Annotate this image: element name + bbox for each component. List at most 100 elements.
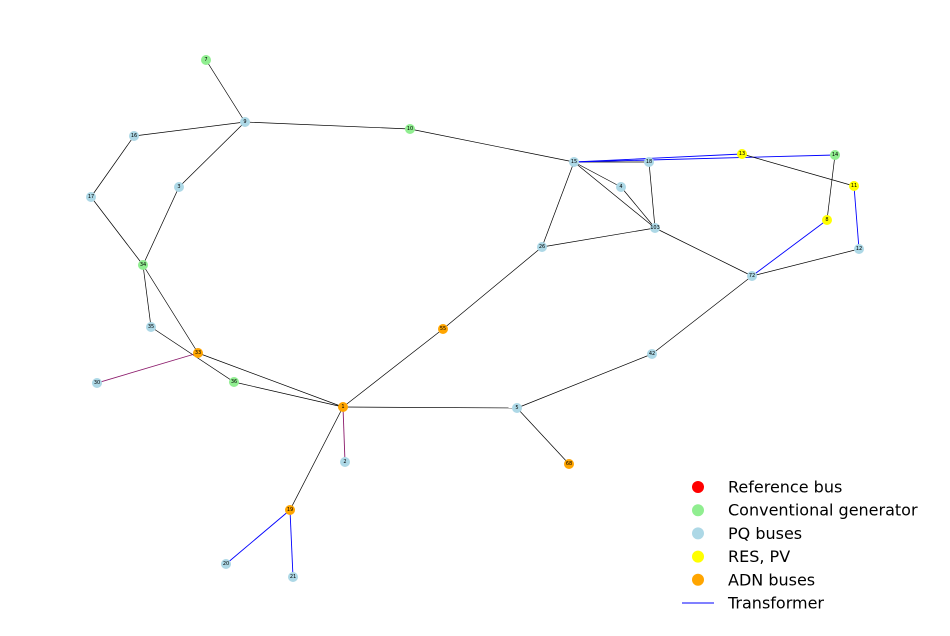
node-marker <box>221 559 231 569</box>
edge-1-5 <box>342 406 518 409</box>
edge-12-72 <box>751 248 860 277</box>
edge-1-55 <box>342 328 444 408</box>
node-marker <box>564 459 574 469</box>
edge-15-4 <box>573 161 622 188</box>
node-34: 34 <box>138 260 148 270</box>
node-68: 68 <box>564 459 574 469</box>
edge-15-103 <box>573 161 656 229</box>
edge-34-33 <box>142 264 199 354</box>
node-marker <box>129 131 139 141</box>
node-35: 35 <box>146 322 156 332</box>
legend-label: Reference bus <box>728 478 842 497</box>
node-label: 7 <box>204 57 207 63</box>
node-label: 16 <box>131 133 137 139</box>
legend-marker <box>692 504 704 517</box>
node-marker <box>146 322 156 332</box>
node-30: 30 <box>92 378 102 388</box>
edge-18-103 <box>648 161 656 229</box>
edge-7-9 <box>205 59 246 123</box>
node-marker <box>229 377 239 387</box>
node-label: 17 <box>88 194 94 200</box>
node-label: 35 <box>148 324 154 330</box>
node-marker <box>822 215 832 225</box>
legend-marker <box>692 481 704 493</box>
legend-item: Reference bus <box>692 478 842 497</box>
node-18: 18 <box>644 157 654 167</box>
node-label: 26 <box>539 244 545 250</box>
node-72: 72 <box>747 271 757 281</box>
legend-marker <box>692 527 704 540</box>
edge-19-20 <box>225 509 291 565</box>
edge-8-72 <box>751 219 828 277</box>
node-marker <box>240 117 250 127</box>
node-label: 2 <box>343 459 346 465</box>
legend-label: Transformer <box>727 594 824 613</box>
node-label: 72 <box>749 273 755 279</box>
node-26: 26 <box>537 242 547 252</box>
node-19: 19 <box>285 505 295 515</box>
node-label: 30 <box>94 380 100 386</box>
legend-marker <box>692 573 704 586</box>
legend-label: PQ buses <box>728 524 802 543</box>
edge-9-16 <box>133 121 246 137</box>
node-15: 15 <box>569 157 579 167</box>
node-marker <box>338 402 348 412</box>
node-label: 33 <box>195 350 201 356</box>
node-11: 11 <box>849 181 859 191</box>
edge-17-34 <box>90 196 144 266</box>
node-13: 13 <box>737 149 747 159</box>
legend-label: ADN buses <box>728 570 815 589</box>
node-marker <box>86 192 96 202</box>
node-marker <box>747 271 757 281</box>
node-103: 103 <box>650 223 660 233</box>
node-marker <box>92 378 102 388</box>
edge-4-103 <box>620 186 656 229</box>
node-label: 1 <box>341 404 344 410</box>
node-17: 17 <box>86 192 96 202</box>
node-marker <box>647 349 657 359</box>
edge-11-12 <box>853 185 860 250</box>
edge-34-35 <box>142 264 152 328</box>
edge-10-15 <box>409 128 575 163</box>
legend-item: Conventional generator <box>692 501 918 520</box>
legend-marker <box>692 550 704 563</box>
node-label: 19 <box>287 507 293 513</box>
node-36: 36 <box>229 377 239 387</box>
node-label: 18 <box>646 159 652 165</box>
legend-label: RES, PV <box>728 547 790 566</box>
node-marker <box>201 55 211 65</box>
node-marker <box>616 182 626 192</box>
node-21: 21 <box>288 572 298 582</box>
node-marker <box>854 244 864 254</box>
node-8: 8 <box>822 215 832 225</box>
edge-15-26 <box>541 161 575 248</box>
node-20: 20 <box>221 559 231 569</box>
node-marker <box>288 572 298 582</box>
node-label: 15 <box>571 159 577 165</box>
edge-5-42 <box>516 353 653 409</box>
node-label: 12 <box>856 246 862 252</box>
edge-3-34 <box>142 186 180 266</box>
node-label: 20 <box>223 561 229 567</box>
edge-33-1 <box>197 352 344 408</box>
edge-36-1 <box>233 381 344 408</box>
node-label: 68 <box>566 461 572 467</box>
node-label: 14 <box>832 152 838 158</box>
node-55: 55 <box>438 324 448 334</box>
node-4: 4 <box>616 182 626 192</box>
node-marker <box>285 505 295 515</box>
node-marker <box>340 457 350 467</box>
legend-item: Transformer <box>682 594 824 613</box>
node-marker <box>830 150 840 160</box>
node-marker <box>193 348 203 358</box>
legend-item: RES, PV <box>692 547 790 566</box>
node-label: 55 <box>440 326 446 332</box>
node-label: 21 <box>290 574 296 580</box>
edge-42-72 <box>651 275 753 355</box>
node-marker <box>737 149 747 159</box>
edge-16-17 <box>90 135 135 198</box>
node-marker <box>405 124 415 134</box>
node-7: 7 <box>201 55 211 65</box>
